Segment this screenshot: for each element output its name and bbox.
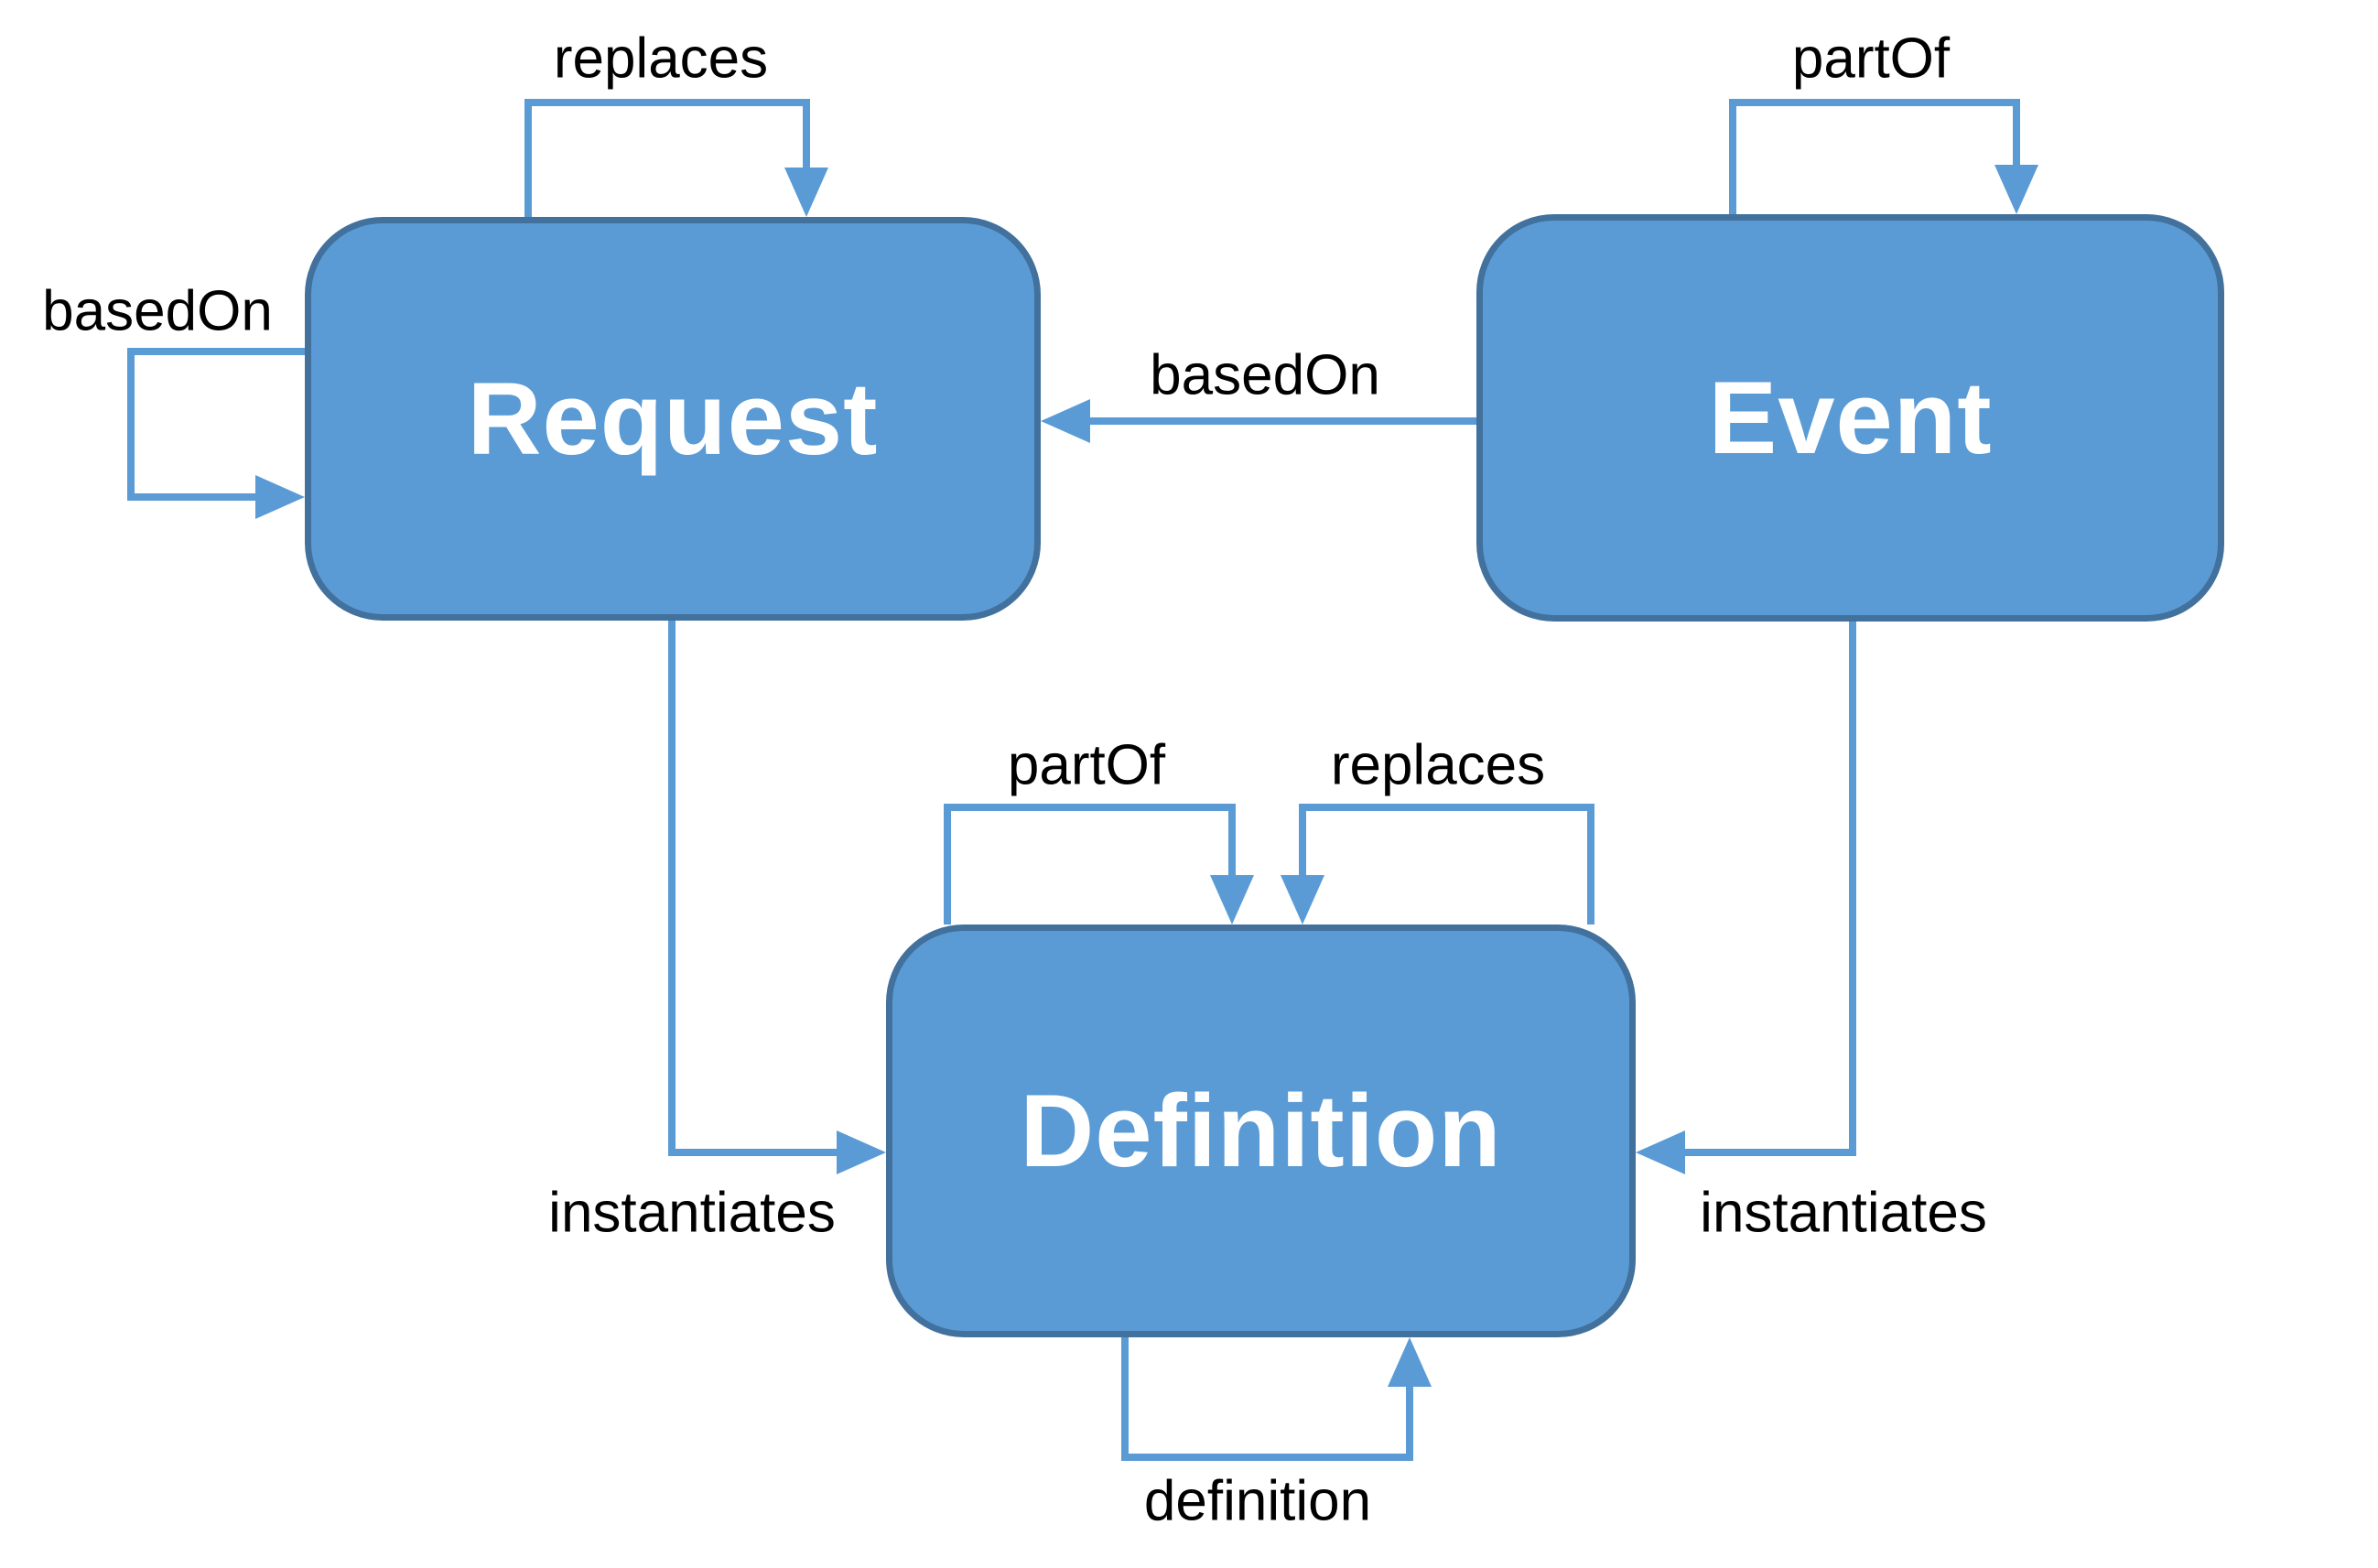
edge-label-replaces: replaces: [553, 27, 769, 91]
connector-segment: [1729, 99, 2020, 106]
arrowhead-down-icon: [1281, 875, 1324, 925]
arrowhead-right-icon: [837, 1130, 886, 1174]
connector-segment: [127, 348, 305, 355]
edge-label-partof: partOf: [1791, 27, 1951, 91]
edge-label-partof: partOf: [1007, 733, 1166, 797]
edge-label-basedon: basedOn: [1150, 343, 1380, 407]
arrowhead-down-icon: [1994, 165, 2038, 214]
connector-segment: [127, 348, 135, 501]
connector-segment: [668, 621, 676, 1156]
node-event: Event: [1476, 214, 2224, 622]
connector-segment: [944, 804, 1236, 811]
node-definition: Definition: [886, 925, 1636, 1337]
connector-segment: [1729, 99, 1736, 214]
arrowhead-up-icon: [1388, 1337, 1432, 1387]
connector-segment: [1299, 804, 1594, 811]
connector-segment: [668, 1149, 840, 1156]
node-event-title: Event: [1708, 361, 1993, 475]
connector-segment: [1299, 804, 1306, 879]
connector-segment: [2013, 99, 2020, 170]
node-request: Request: [305, 217, 1041, 621]
arrowhead-left-icon: [1636, 1130, 1685, 1174]
edge-label-definition: definition: [1143, 1469, 1372, 1533]
connector-segment: [803, 99, 810, 172]
connector-segment: [944, 804, 951, 925]
connector-segment: [524, 99, 532, 217]
connector-segment: [1849, 622, 1856, 1156]
connector-segment: [524, 99, 810, 106]
connector-segment: [1682, 1149, 1856, 1156]
connector-segment: [127, 493, 259, 501]
connector-segment: [1406, 1382, 1413, 1457]
arrowhead-right-icon: [255, 475, 305, 519]
connector-segment: [1121, 1337, 1129, 1461]
edge-label-instantiates: instantiates: [1700, 1181, 1987, 1245]
arrowhead-left-icon: [1041, 399, 1090, 443]
connector-segment: [1228, 804, 1236, 879]
edge-label-replaces: replaces: [1330, 733, 1546, 797]
edge-label-basedon: basedOn: [42, 279, 273, 343]
node-request-title: Request: [467, 362, 879, 476]
arrowhead-down-icon: [784, 168, 828, 217]
arrowhead-down-icon: [1210, 875, 1254, 925]
node-definition-title: Definition: [1020, 1074, 1502, 1188]
connector-segment: [1121, 1454, 1413, 1461]
edge-label-instantiates: instantiates: [548, 1181, 836, 1245]
connector-segment: [1587, 804, 1594, 925]
connector-segment: [1087, 417, 1476, 425]
